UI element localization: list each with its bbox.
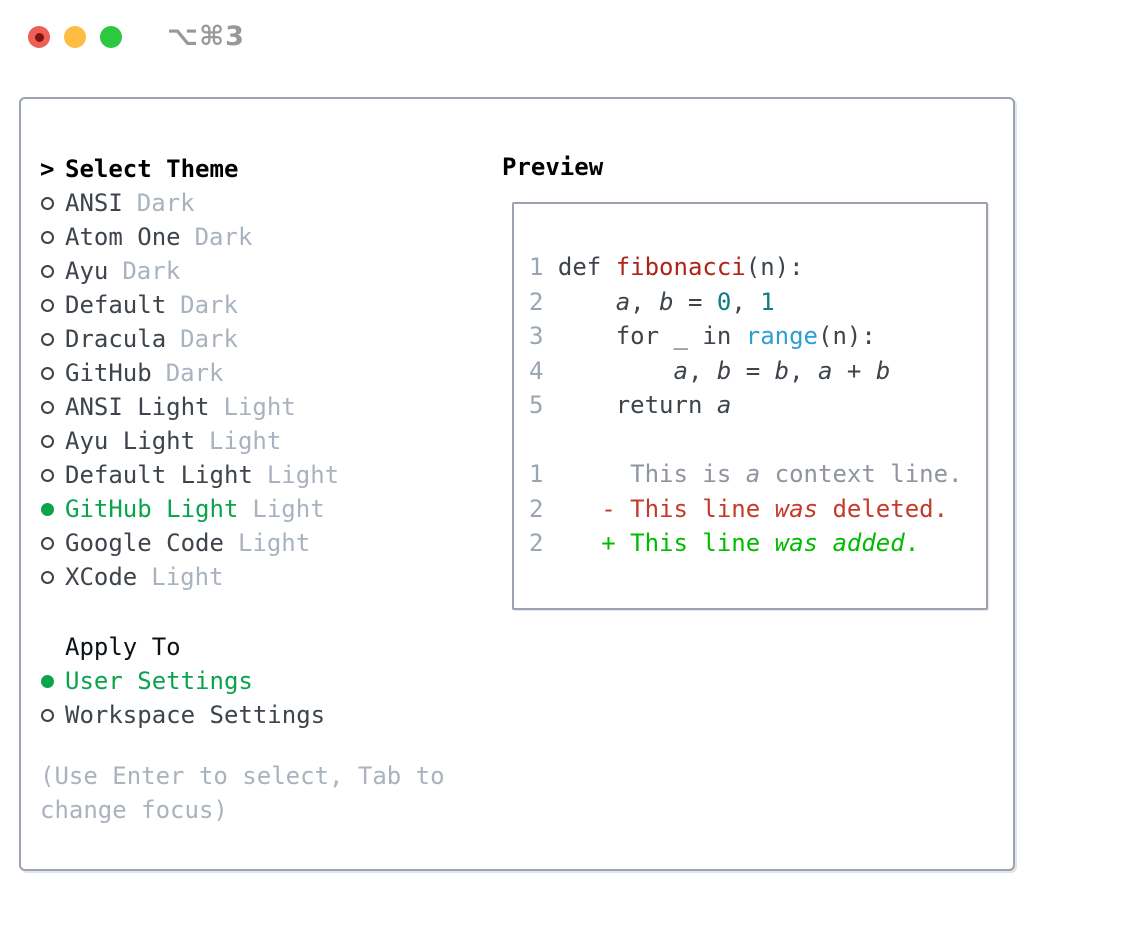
- theme-variant-tag: Dark: [136, 189, 195, 217]
- apply-option-user-settings[interactable]: User Settings: [40, 664, 325, 698]
- theme-variant-tag: Light: [223, 393, 296, 421]
- theme-variant-tag: Dark: [180, 291, 238, 319]
- theme-variant-tag: Dark: [180, 325, 238, 353]
- radio-icon: [40, 332, 65, 346]
- theme-option-google-code[interactable]: Google Code Light: [40, 526, 339, 560]
- code-line: 1 def fibonacci(n):: [529, 253, 804, 281]
- code-line: [529, 423, 963, 458]
- theme-variant-tag: Dark: [194, 223, 253, 251]
- theme-option-label: GitHub Light: [65, 495, 239, 523]
- apply-option-label: User Settings: [65, 667, 253, 695]
- prompt-icon: >: [40, 155, 55, 183]
- code-line: 2 - This line was deleted.: [529, 494, 949, 523]
- theme-option-ansi-light[interactable]: ANSI Light Light: [40, 390, 339, 424]
- code-line: 2 + This line was added.: [529, 529, 920, 557]
- radio-icon: [40, 536, 65, 550]
- radio-icon: [40, 708, 65, 722]
- hint-text: (Use Enter to select, Tab to change focu…: [40, 762, 445, 824]
- radio-icon: [40, 570, 65, 584]
- code-line: 2 a, b = 0, 1: [529, 287, 775, 316]
- maximize-button[interactable]: [100, 26, 122, 48]
- code-line: 1 This is a context line.: [529, 460, 963, 488]
- theme-option-label: Atom One: [65, 223, 181, 251]
- radio-icon: [40, 674, 65, 688]
- titlebar: ⌥⌘3: [0, 0, 1140, 70]
- theme-option-label: Google Code: [65, 529, 224, 557]
- window-title: ⌥⌘3: [167, 21, 245, 52]
- select-theme-label: Select Theme: [65, 155, 239, 183]
- apply-option-label: Workspace Settings: [65, 701, 326, 729]
- theme-option-default-light[interactable]: Default Light Light: [40, 458, 339, 492]
- theme-option-label: Default Light: [65, 461, 253, 489]
- preview-box: 1 def fibonacci(n): 2 a, b = 0, 1 3 for _ …: [512, 202, 988, 610]
- apply-to-header: Apply To: [40, 630, 325, 664]
- theme-option-github-light[interactable]: GitHub Light Light: [40, 492, 339, 526]
- theme-option-atom-one[interactable]: Atom One Dark: [40, 220, 339, 254]
- theme-option-label: XCode: [65, 563, 138, 591]
- radio-icon: [40, 230, 65, 244]
- radio-icon: [40, 264, 65, 278]
- theme-option-label: ANSI Light: [65, 393, 210, 421]
- theme-option-default[interactable]: Default Dark: [40, 288, 339, 322]
- select-theme-header: > Select Theme: [40, 152, 339, 186]
- close-button[interactable]: [28, 26, 50, 48]
- theme-option-ansi[interactable]: ANSI Dark: [40, 186, 339, 220]
- code-preview: 1 def fibonacci(n): 2 a, b = 0, 1 3 for _ …: [529, 250, 963, 561]
- theme-variant-tag: Light: [252, 495, 325, 523]
- apply-to-label: Apply To: [65, 633, 181, 661]
- theme-variant-tag: Light: [151, 563, 224, 591]
- theme-variant-tag: Dark: [165, 359, 224, 387]
- theme-option-dracula[interactable]: Dracula Dark: [40, 322, 339, 356]
- theme-variant-tag: Light: [237, 529, 311, 557]
- radio-icon: [40, 298, 65, 312]
- theme-option-xcode[interactable]: XCode Light: [40, 560, 339, 594]
- theme-option-ayu-light[interactable]: Ayu Light Light: [40, 424, 339, 458]
- theme-option-label: Default: [65, 291, 167, 319]
- theme-option-label: ANSI: [65, 189, 123, 217]
- code-line: 3 for _ in range(n):: [529, 322, 876, 350]
- preview-title: Preview: [502, 153, 604, 181]
- code-line: 4 a, b = b, a + b: [529, 356, 891, 385]
- radio-icon: [40, 400, 65, 414]
- radio-icon: [40, 366, 65, 380]
- theme-option-label: Ayu Light: [65, 427, 196, 455]
- theme-variant-tag: Light: [209, 427, 282, 455]
- theme-variant-tag: Light: [266, 461, 340, 489]
- theme-option-ayu[interactable]: Ayu Dark: [40, 254, 339, 288]
- radio-icon: [40, 434, 65, 448]
- record-dot-icon: [34, 32, 44, 42]
- theme-option-label: GitHub: [65, 359, 152, 387]
- code-line: 5 return a: [529, 391, 732, 419]
- theme-option-github[interactable]: GitHub Dark: [40, 356, 339, 390]
- theme-variant-tag: Dark: [122, 257, 181, 285]
- radio-icon: [40, 468, 65, 482]
- theme-option-label: Dracula: [65, 325, 167, 353]
- radio-icon: [40, 502, 65, 516]
- minimize-button[interactable]: [64, 26, 86, 48]
- apply-option-workspace-settings[interactable]: Workspace Settings: [40, 698, 325, 732]
- theme-option-label: Ayu: [65, 257, 109, 285]
- radio-icon: [40, 196, 65, 210]
